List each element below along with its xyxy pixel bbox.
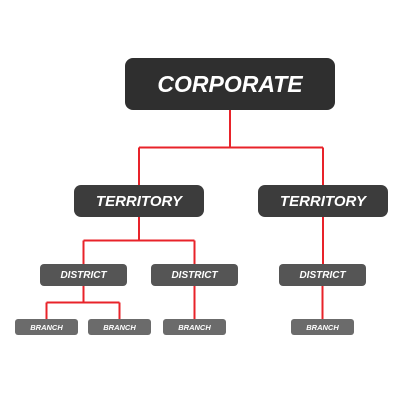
branch-node-2: BRANCH [88,319,151,335]
district-node-1: DISTRICT [40,264,127,286]
branch-node-3: BRANCH [163,319,226,335]
territory-node-left: TERRITORY [74,185,204,217]
branch-node-1: BRANCH [15,319,78,335]
branch-node-4: BRANCH [291,319,354,335]
district-node-3: DISTRICT [279,264,366,286]
corporate-node: CORPORATE [125,58,335,110]
territory-node-right: TERRITORY [258,185,388,217]
connector-lines [45,110,324,319]
district-node-2: DISTRICT [151,264,238,286]
